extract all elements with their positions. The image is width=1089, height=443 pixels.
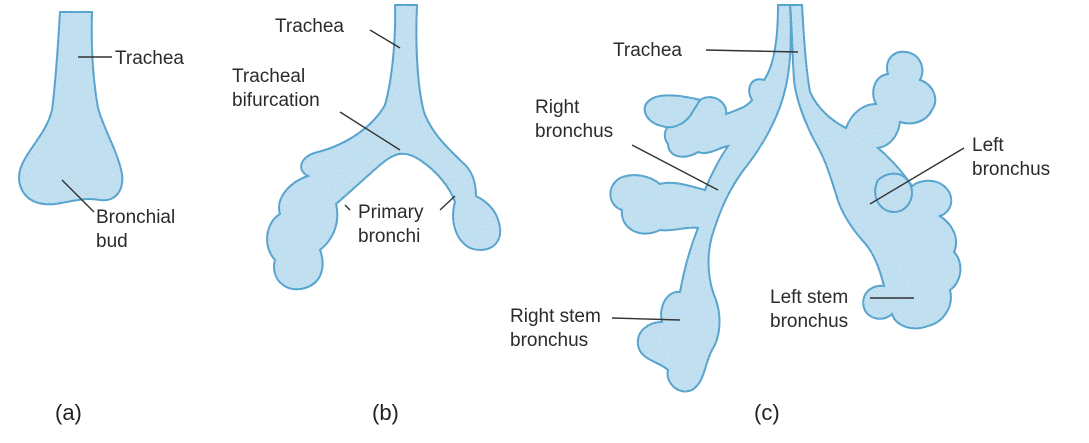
- caption-a: (a): [55, 400, 82, 425]
- label-c-trachea: Trachea: [613, 40, 682, 61]
- label-b-trachea: Trachea: [275, 16, 344, 37]
- panel-c-left-lung-tree-shape: [790, 5, 960, 328]
- panel-c-left-lower-lobe-shape: [875, 174, 912, 212]
- panel-a-bronchial-bud-shape: [19, 12, 122, 204]
- label-a-trachea: Trachea: [115, 48, 184, 69]
- panel-a: Trachea Bronchial bud (a): [19, 12, 184, 425]
- label-b-tracheal-bifurcation: Tracheal bifurcation: [232, 66, 320, 111]
- panel-b: Trachea Tracheal bifurcation Primary bro…: [232, 5, 500, 425]
- caption-c: (c): [754, 400, 780, 425]
- label-b-primary-bronchi: Primary bronchi: [358, 202, 429, 247]
- label-c-right-stem-bronchus: Right stem bronchus: [510, 306, 606, 351]
- label-c-right-bronchus: Right bronchus: [535, 97, 613, 142]
- label-c-left-stem-bronchus: Left stem bronchus: [770, 287, 853, 332]
- caption-b: (b): [372, 400, 399, 425]
- panel-c: Trachea Right bronchus Left bronchus Rig…: [510, 5, 1050, 425]
- label-c-left-bronchus: Left bronchus: [972, 135, 1050, 180]
- panel-c-right-lung-tree-shape: [610, 5, 790, 391]
- label-a-bronchial-bud: Bronchial bud: [96, 207, 181, 252]
